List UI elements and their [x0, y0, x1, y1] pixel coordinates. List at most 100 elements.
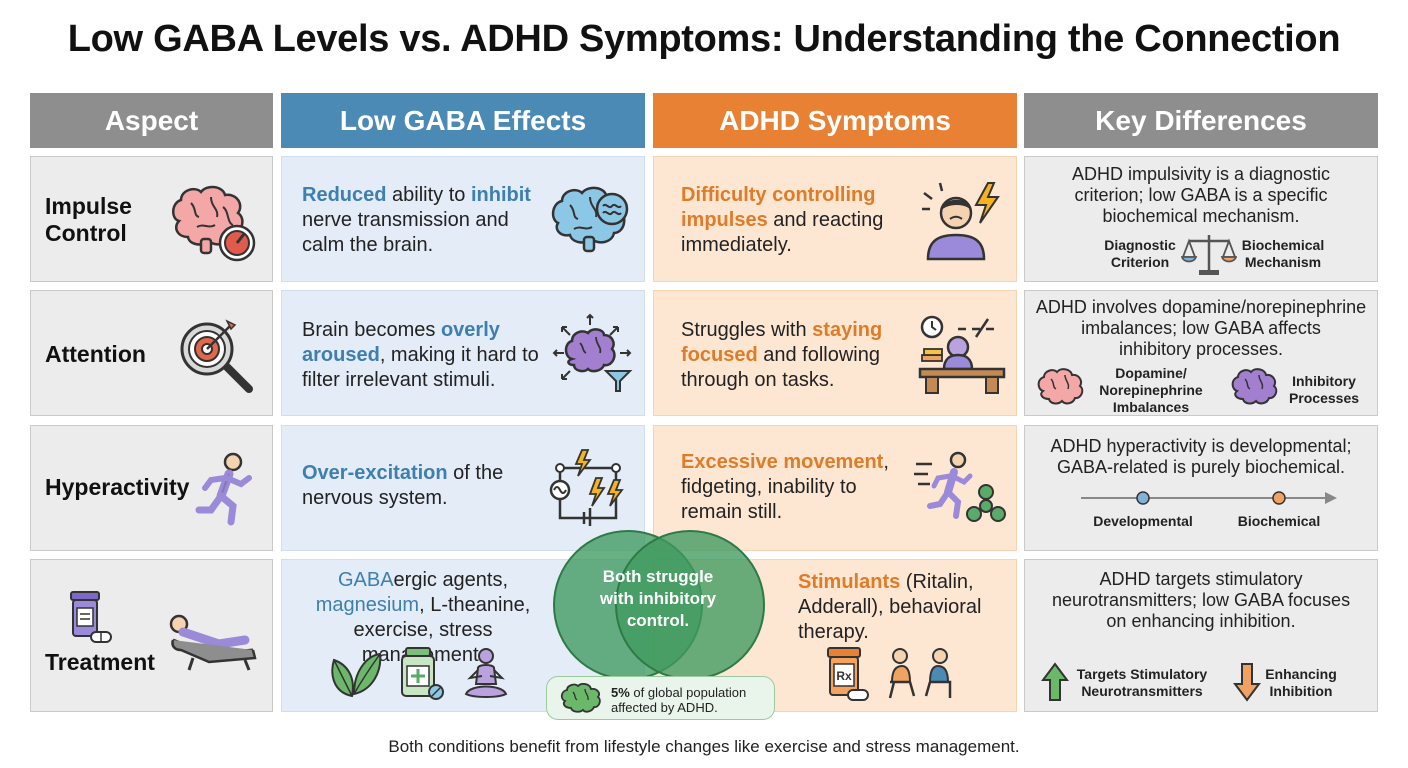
prescription-bottle-icon: Rx [827, 647, 869, 701]
text-line: nerve transmission and [302, 208, 531, 233]
stat-line-2: affected by ADHD. [611, 700, 718, 715]
header-adhd-symptoms: ADHD Symptoms [653, 93, 1017, 148]
text-segment: fidgeting, inability to [681, 476, 857, 498]
arrow-up-icon [1041, 662, 1069, 701]
text-line: Stimulants (Ritalin, [798, 570, 981, 595]
highlight-text: Stimulants [798, 571, 901, 593]
aspect-label-attention: Attention [45, 341, 146, 368]
key-label-diagnostic-criterion: Diagnostic Criterion [1085, 237, 1195, 271]
key-text-hyperactivity: ADHD hyperactivity is developmental; GAB… [1033, 436, 1369, 478]
text-segment: calm the brain. [302, 234, 434, 256]
key-label-line: Inhibition [1269, 683, 1333, 699]
key-label-biochemical-mechanism: Biochemical Mechanism [1233, 237, 1333, 271]
text-line: aroused, making it hard to [302, 343, 539, 368]
footer-note: Both conditions benefit from lifestyle c… [388, 737, 1020, 756]
distracted-desk-icon [918, 315, 1006, 394]
text-line: Brain becomes overly [302, 318, 539, 343]
stat-percent: 5% [611, 685, 630, 700]
text-segment: nervous system. [302, 487, 448, 509]
text-line: remain still. [681, 500, 889, 525]
text-line: impulses and reacting [681, 208, 883, 233]
key-line: imbalances; low GABA affects [1081, 318, 1321, 338]
aspect-line: Attention [45, 341, 146, 367]
key-text-attention: ADHD involves dopamine/norepinephrine im… [1033, 297, 1369, 360]
key-line: ADHD targets stimulatory [1099, 569, 1303, 589]
brain-icon-inhibitory [1231, 368, 1278, 405]
text-segment: therapy. [798, 621, 869, 643]
text-line: Struggles with staying [681, 318, 882, 343]
running-person-icon [195, 452, 252, 526]
text-segment: and reacting [767, 209, 884, 231]
key-line: GABA-related is purely biochemical. [1056, 457, 1346, 477]
key-line: neurotransmitters; low GABA focuses [1051, 590, 1351, 610]
aroused-brain-filter-icon [552, 313, 633, 392]
header-key-differences: Key Differences [1024, 93, 1378, 148]
circuit-lightning-icon [549, 449, 624, 526]
venn-line: Both struggle [602, 567, 714, 586]
key-line: biochemical mechanism. [1102, 206, 1300, 226]
key-label-line: Targets Stimulatory [1076, 666, 1208, 682]
header-aspect: Aspect [30, 93, 273, 148]
key-label-developmental: Developmental [1083, 513, 1203, 530]
text-line: filter irrelevant stimuli. [302, 368, 539, 393]
text-line: immediately. [681, 233, 883, 258]
text-segment: ability to [386, 184, 471, 206]
text-segment: and following [757, 344, 880, 366]
highlight-text: Reduced [302, 184, 387, 206]
text-segment: immediately. [681, 234, 792, 256]
text-line: Over-excitation of the [302, 461, 503, 486]
row-attention-aspect: Attention [30, 290, 273, 416]
key-line: ADHD hyperactivity is developmental; [1050, 436, 1352, 456]
highlight-text: impulses [681, 209, 768, 231]
text-line: Difficulty controlling [681, 183, 883, 208]
row-treatment-aspect: Treatment [30, 559, 273, 712]
key-label-line: Enhancing [1265, 666, 1337, 682]
text-line: GABAergic agents, [292, 568, 554, 593]
balance-scale-icon [1181, 235, 1237, 275]
venn-diagram [553, 530, 765, 680]
highlight-text: focused [681, 344, 758, 366]
page-title: Low GABA Levels vs. ADHD Symptoms: Under… [67, 18, 1341, 60]
highlight-text: Excessive movement [681, 451, 884, 473]
text-segment: Brain becomes [302, 319, 441, 341]
target-magnifier-icon [180, 319, 253, 393]
highlight-text: Over-excitation [302, 462, 448, 484]
spectrum-arrow-icon [1081, 491, 1337, 505]
key-label-enhancing-inhibition: Enhancing Inhibition [1261, 666, 1341, 700]
row-hyperactivity-aspect: Hyperactivity [30, 425, 273, 551]
key-label-line: Dopamine/ [1115, 365, 1187, 381]
aspect-line: Control [45, 220, 127, 246]
key-label-targets-stimulatory: Targets Stimulatory Neurotransmitters [1071, 666, 1213, 700]
text-segment: Adderall), behavioral [798, 596, 982, 618]
text-segment: Struggles with [681, 319, 813, 341]
venn-line: with inhibitory [599, 589, 717, 608]
text-segment: of the [447, 462, 504, 484]
text-segment: , making it hard to [379, 344, 539, 366]
key-line: ADHD impulsivity is a diagnostic [1071, 164, 1331, 184]
highlight-text: aroused [302, 344, 380, 366]
venn-line: control. [626, 611, 690, 630]
text-segment: ergic agents, [393, 569, 509, 591]
key-label-line: Imbalances [1112, 399, 1190, 415]
key-label-biochemical: Biochemical [1223, 513, 1335, 530]
stat-rest: of global population [629, 685, 747, 700]
aspect-label-hyperactivity: Hyperactivity [45, 474, 189, 501]
brain-gauge-icon [172, 185, 256, 262]
aspect-line: Impulse [45, 193, 132, 219]
adhd-text-treatment: Stimulants (Ritalin,Adderall), behaviora… [798, 570, 981, 645]
key-label-line: Neurotransmitters [1081, 683, 1203, 699]
therapy-session-icon [888, 648, 952, 699]
aspect-line: Treatment [45, 649, 155, 675]
brain-icon-dopamine [1037, 368, 1084, 405]
highlight-text: overly [440, 319, 500, 341]
text-line: magnesium, L-theanine, [292, 593, 554, 618]
venn-overlap-text: Both struggle with inhibitory control. [560, 566, 756, 632]
text-line: through on tasks. [681, 368, 882, 393]
key-label-line: Processes [1288, 390, 1360, 406]
text-line: focused and following [681, 343, 882, 368]
